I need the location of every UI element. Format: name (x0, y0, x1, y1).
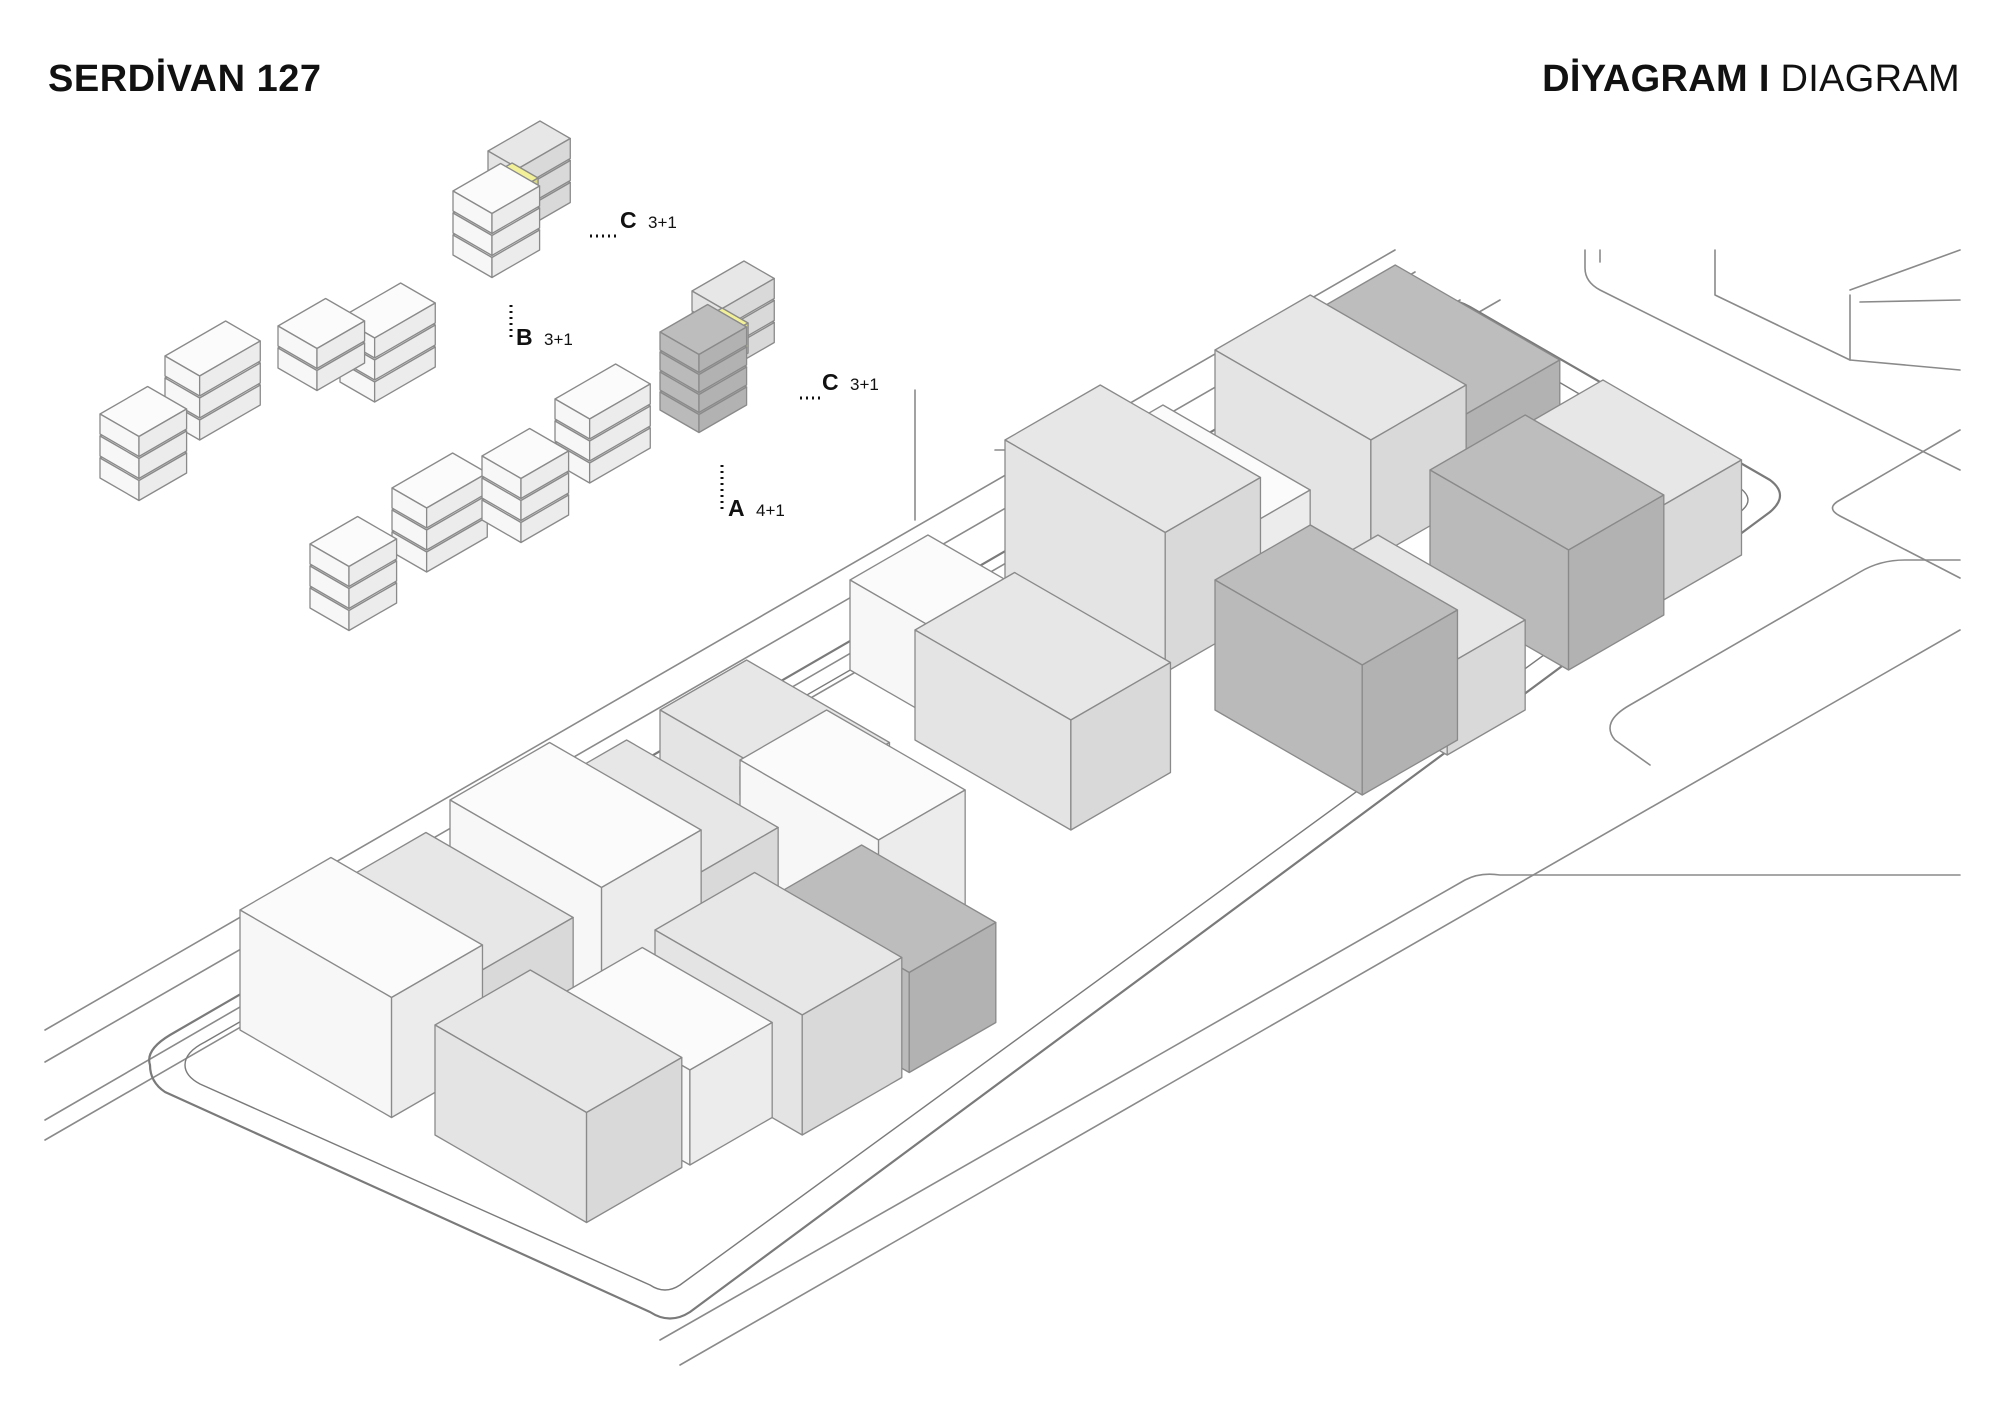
heading-separator: I (1758, 58, 1770, 100)
stack-left-b-floor-3 (99, 385, 188, 458)
legend-stack-a-floor-2-side (698, 366, 748, 414)
stack-mid-c-floor-2-side (373, 324, 436, 381)
stack-lowmid-c-floor-3-side (588, 383, 651, 440)
site-plot-inner (184, 325, 1749, 1291)
stack-lowmid-c-floor-2-side (588, 405, 651, 462)
stack-left-c-floor-3 (164, 320, 261, 397)
label-a-letter: A (728, 495, 745, 521)
stack-lowmid-c (554, 363, 651, 484)
cluster-10-front-block (434, 969, 683, 1224)
cluster-1-front-block (1214, 294, 1467, 561)
stack-lowmid-b-floor-2-side (520, 472, 570, 522)
stack-lowmid-b-floor-3 (481, 427, 570, 500)
stack-left-b-floor-2-side (138, 430, 188, 480)
road-edge-east-3 (1831, 429, 1961, 579)
stack-mid-b-floor-2 (277, 297, 366, 370)
cluster-8-back-block-side (908, 921, 997, 1074)
legend-stack-a-floor-4 (659, 303, 748, 374)
stack-left-c-floor-2-side (198, 362, 261, 419)
project-title: SERDİVAN 127 (48, 58, 322, 100)
label-b-config: 3+1 (544, 330, 573, 349)
cluster-10-back-block-side (689, 1021, 773, 1166)
stack-mid-c-floor-3-side (373, 302, 436, 359)
diagram-label-tr: DİYAGRAM (1542, 58, 1748, 100)
cluster-10 (434, 946, 773, 1224)
stack-low-b-floor-3 (309, 515, 398, 588)
stack-lowmid-c-floor-3 (554, 363, 651, 440)
stack-low-c-floor-3 (391, 452, 488, 529)
stack-mid-b-floor-2-side (316, 320, 366, 370)
stack-low-b-floor-2-side (348, 560, 398, 610)
legend-stack-a-floor-1-side (698, 386, 748, 434)
stack-low-b-floor-3-side (348, 538, 398, 588)
legend-labels: C 3+1 B 3+1 C 3+1 A 4+1 (516, 207, 879, 521)
stack-low-b (309, 515, 398, 632)
legend-stack-a-floor-4-side (698, 326, 748, 374)
cluster-4 (1214, 524, 1526, 796)
unit-type-legend (99, 120, 822, 632)
cluster-2-front-block-side (1567, 494, 1665, 671)
legend-stack-b-floor-2-side (491, 207, 541, 257)
legend-stack-b (452, 162, 541, 279)
road-edge-south-4 (679, 629, 1961, 1366)
stack-lowmid-c-floor-1-side (588, 427, 651, 484)
stack-mid-b-floor-1-side (316, 342, 366, 392)
label-b-letter: B (516, 324, 533, 350)
stack-lowmid-b-floor-1-side (520, 494, 570, 544)
diagram-label-en: DIAGRAM (1780, 58, 1960, 100)
stack-left-b (99, 385, 188, 502)
stack-lowmid-b-floor-3-side (520, 450, 570, 500)
cluster-5-front-block (914, 571, 1172, 831)
cluster-4-front-block (1214, 524, 1459, 796)
cluster-2 (1429, 379, 1743, 671)
site-plot (148, 299, 1782, 1320)
stack-left-c-floor-3-side (198, 340, 261, 397)
stack-low-c (391, 452, 488, 573)
existing-building-2 (1849, 249, 1961, 371)
stack-left-b-floor-3-side (138, 408, 188, 458)
legend-stack-b-floor-1-side (491, 229, 541, 279)
road-edge-east-4 (1609, 559, 1961, 766)
label-c-upper-letter: C (620, 207, 637, 233)
stack-left-b-floor-1-side (138, 452, 188, 502)
label-c-upper-config: 3+1 (648, 213, 677, 232)
cluster-4-front-block-side (1361, 609, 1459, 796)
stack-mid-c-floor-1-side (373, 346, 436, 403)
building-blocks (239, 264, 1743, 1224)
legend-stack-b-floor-3 (452, 162, 541, 235)
site-plot-outer (148, 299, 1782, 1320)
cluster-5-front-block-side (1070, 661, 1172, 831)
legend-stack-b-floor-3-side (491, 185, 541, 235)
stack-low-b-floor-1-side (348, 582, 398, 632)
legend-stack-a-floor-3-side (698, 346, 748, 394)
road-edge-east-1 (1584, 249, 1961, 471)
cluster-5 (849, 534, 1172, 831)
cluster-10-front-block-side (585, 1056, 683, 1224)
diagram-heading: DİYAGRAM I DIAGRAM (1542, 58, 1960, 101)
road-edge-south-3 (659, 873, 1961, 1341)
existing-building-1 (1714, 249, 1851, 361)
cluster-2-front-block (1429, 414, 1665, 671)
stack-left-c (164, 320, 261, 441)
legend-stack-a (659, 303, 748, 434)
cluster-3 (1004, 384, 1311, 674)
label-a-config: 4+1 (756, 501, 785, 520)
cluster-1 (1214, 264, 1561, 561)
label-c-lower-letter: C (822, 369, 839, 395)
stack-left-c-floor-1-side (198, 384, 261, 441)
stack-lowmid-b (481, 427, 570, 544)
site-roads (44, 249, 1961, 1366)
stack-mid-b (277, 297, 366, 392)
label-c-lower-config: 3+1 (850, 375, 879, 394)
cluster-8-front-block-side (801, 956, 903, 1136)
